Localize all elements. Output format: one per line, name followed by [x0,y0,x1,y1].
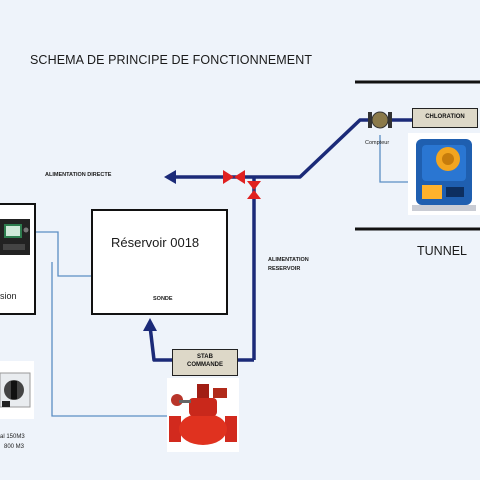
label-alimentation-reservoir-1: ALIMENTATION [268,257,309,263]
controller-label-fragment: sion [0,291,17,301]
chloration-tag: CHLORATION [412,108,478,128]
dosing-pump-panel [408,133,480,215]
tunnel-label: TUNNEL [417,244,468,258]
valve-icon [247,181,261,199]
valve-icon [223,170,245,184]
selector-switch-panel [0,361,34,419]
selector-switch-icon [0,372,31,408]
control-valve-panel [167,378,239,452]
control-valve-icon [169,384,237,445]
sonde-label: SONDE [153,296,173,302]
meter-icon [368,111,392,129]
label-alimentation-directe: ALIMENTATION DIRECTE [45,172,112,178]
dosing-pump-icon [412,139,476,211]
reservoir-box [91,209,228,315]
label-alimentation-reservoir-2: RESERVOIR [268,266,301,272]
bottom-left-label-1: al 150M3 [0,434,25,440]
arrow-reservoir-head [143,318,157,331]
stab-commande-line2: COMMANDE [187,362,223,368]
stab-commande-tag: STAB COMMANDE [172,349,238,376]
diagram-title: SCHEMA DE PRINCIPE DE FONCTIONNEMENT [30,53,313,67]
stab-commande-line1: STAB [197,354,213,360]
reservoir-label: Réservoir 0018 [111,235,200,250]
arrow-direct-head [164,170,176,184]
compteur-label: Compteur [365,140,390,146]
bottom-left-label-2: 800 M3 [4,444,25,450]
